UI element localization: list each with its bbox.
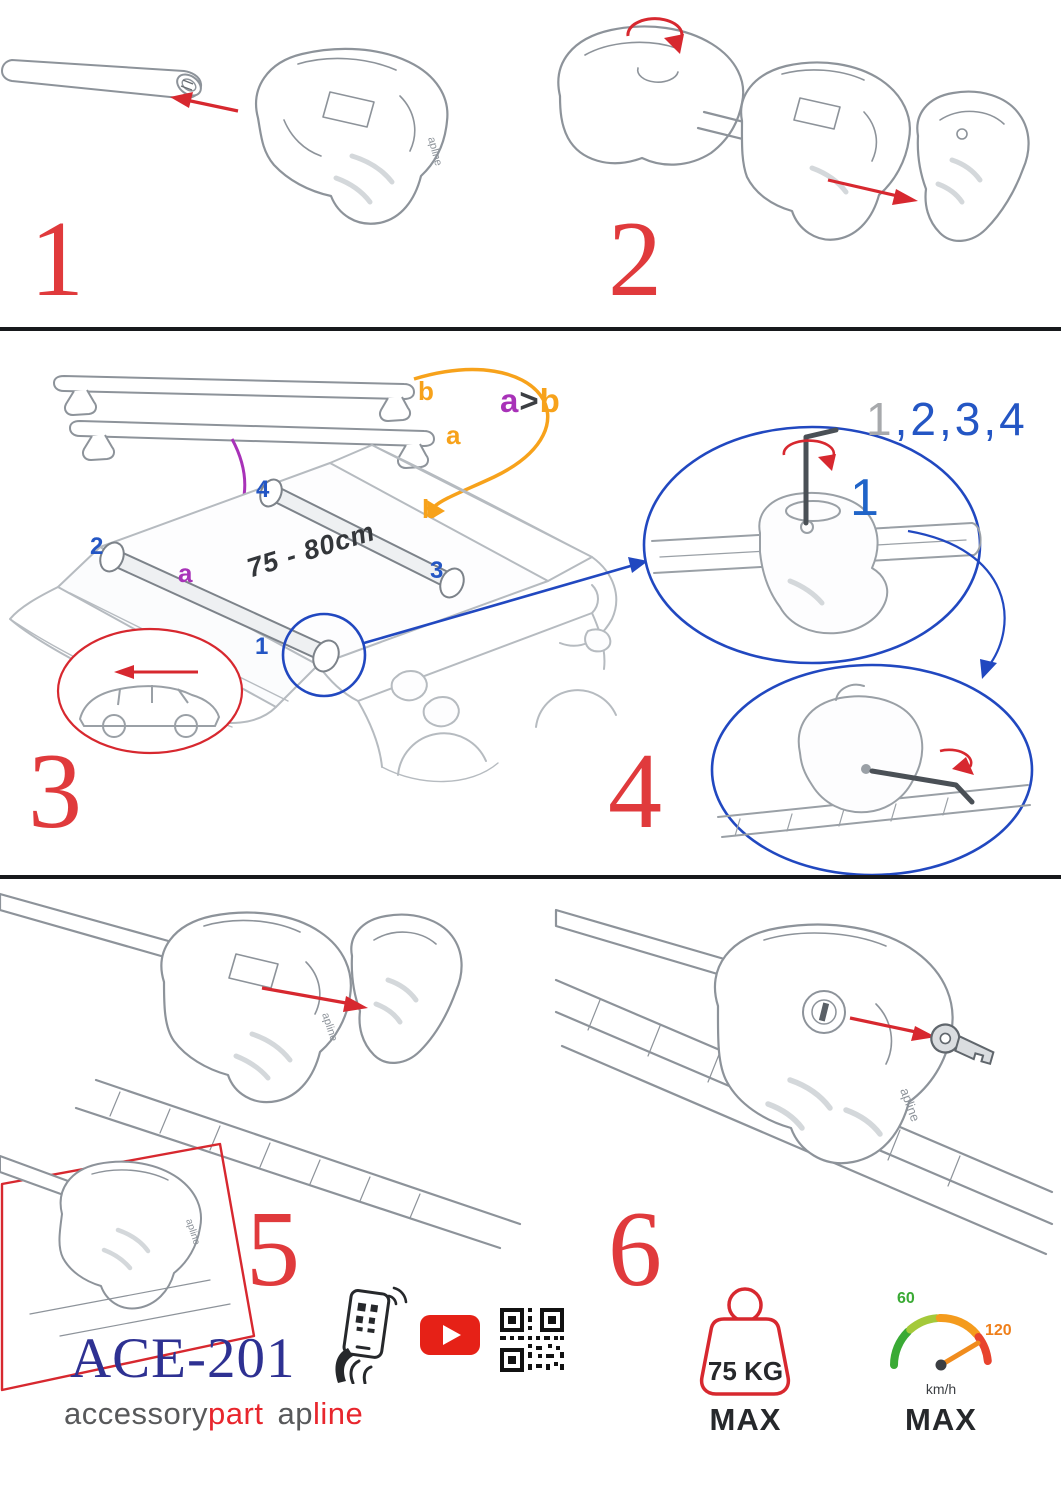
foot-clamp-drawing: apline	[255, 47, 449, 225]
max-load-value: 75 KG	[707, 1356, 784, 1386]
foot-body-drawing	[740, 61, 911, 241]
youtube-icon	[420, 1315, 480, 1355]
tighten-top-detail	[642, 425, 982, 665]
bar-order-label: a>b	[500, 384, 561, 417]
crossbar-a-drawing	[69, 420, 435, 469]
key-arrow	[849, 1016, 936, 1041]
step-number-1: 1	[30, 200, 84, 319]
step-number-6: 6	[608, 1190, 662, 1309]
step1-drawing: apline	[0, 47, 449, 225]
roof-rear-bar-label: b	[422, 494, 438, 524]
allen-key-drawing	[803, 427, 839, 526]
brand-word-line: line	[312, 1396, 364, 1431]
order-a: a	[500, 382, 520, 419]
speed-low-tick: 60	[897, 1290, 915, 1307]
step3-step4-illustrations	[9, 367, 1034, 877]
position-4-label: 4	[256, 476, 270, 503]
position-3-label: 3	[430, 557, 444, 584]
mounted-bars-drawing	[99, 478, 465, 673]
phone-qr-scan-icon	[335, 1286, 408, 1384]
section-divider	[0, 875, 1061, 879]
detail-step-number: 1	[850, 469, 879, 527]
max-speed-icon	[890, 1314, 992, 1371]
key-drawing	[930, 1023, 995, 1066]
step5-step6-illustrations: apline apline	[0, 892, 1054, 1392]
sequence-rest: ,2,3,4	[894, 393, 1028, 445]
bar-b-label: b	[418, 376, 434, 406]
crossbar-end-drawing	[0, 58, 203, 100]
max-load-label: MAX	[709, 1402, 782, 1437]
car-direction-inset	[56, 627, 244, 755]
attach-cover-arrow	[827, 178, 918, 205]
speed-needle	[938, 1340, 981, 1368]
fitting-sequence-label: 1,2,3,4	[866, 396, 1028, 442]
finished-foot-inset: apline	[0, 1142, 256, 1392]
rotate-knob-arrow	[626, 17, 684, 54]
step-number-2: 2	[608, 200, 662, 319]
bar-a-label: a	[446, 420, 461, 450]
model-number: ACE-201	[70, 1327, 296, 1390]
step-number-4: 4	[608, 732, 662, 851]
speed-unit-label: km/h	[925, 1381, 957, 1397]
order-sign: >	[519, 382, 540, 419]
detail-link-line	[907, 529, 1006, 668]
step6-drawing: apline	[554, 908, 1054, 1256]
sequence-first: 1	[866, 393, 895, 445]
crossbar-b-drawing	[53, 375, 415, 422]
roof-front-bar-label: a	[178, 558, 193, 588]
allen-key-drawing	[869, 768, 975, 805]
foot1-highlight-circle	[281, 612, 367, 698]
insert-bar-arrow	[170, 92, 239, 113]
car-roof-drawing	[9, 444, 618, 783]
detail-pointer-arrow	[363, 557, 648, 645]
position-2-label: 2	[90, 533, 104, 560]
qr-code-icon	[500, 1308, 564, 1372]
brand-word-part: part	[208, 1396, 264, 1431]
step2-drawing	[557, 17, 1030, 242]
max-load-weight-icon	[699, 1287, 791, 1396]
brand-word-accessory: accessory	[64, 1396, 209, 1431]
tighten-side-detail	[710, 663, 1034, 877]
speed-high-tick: 120	[985, 1322, 1012, 1339]
position-1-label: 1	[255, 633, 269, 660]
rear-bar-guide-arrow	[413, 367, 550, 521]
step-number-5: 5	[246, 1190, 300, 1309]
order-b: b	[539, 382, 561, 419]
attach-cover-arrow	[261, 986, 368, 1012]
cover-drawing	[916, 90, 1030, 242]
step-number-3: 3	[28, 732, 82, 851]
max-speed-label: MAX	[905, 1402, 977, 1437]
step5-drawing: apline apline	[0, 892, 522, 1392]
brand-word-ap: ap	[277, 1396, 313, 1431]
section-divider	[0, 327, 1061, 331]
step1-step2-illustrations: apline	[0, 17, 1030, 242]
